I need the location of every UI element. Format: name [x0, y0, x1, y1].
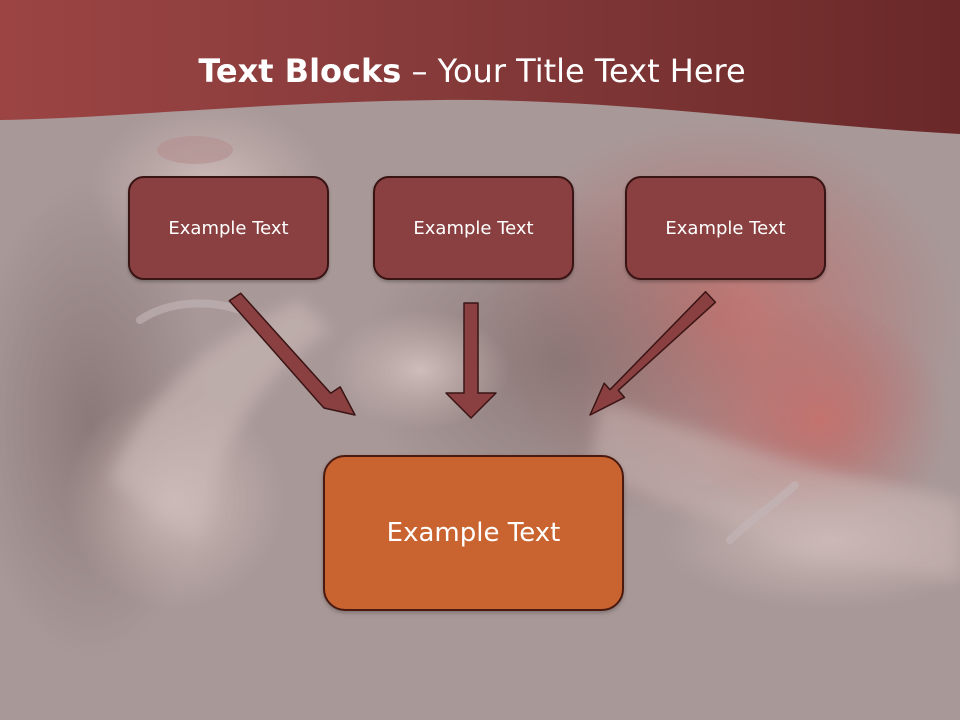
- text-block-left-label: Example Text: [168, 217, 289, 239]
- slide-title: Text Blocks – Your Title Text Here: [0, 52, 944, 90]
- header-band: [0, 0, 960, 134]
- text-block-left[interactable]: Example Text: [128, 176, 329, 280]
- text-block-middle-label: Example Text: [413, 217, 534, 239]
- arrow-middle-down: [445, 302, 497, 419]
- text-block-result-label: Example Text: [386, 518, 561, 548]
- text-block-right-label: Example Text: [665, 217, 786, 239]
- text-block-right[interactable]: Example Text: [625, 176, 826, 280]
- arrow-left-to-center: [228, 292, 356, 416]
- text-block-result[interactable]: Example Text: [323, 455, 624, 611]
- arrow-right-to-center: [589, 290, 717, 416]
- text-block-middle[interactable]: Example Text: [373, 176, 574, 280]
- title-rest-part: Your Title Text Here: [437, 52, 746, 90]
- title-bold-part: Text Blocks: [198, 52, 402, 90]
- title-separator: –: [401, 52, 438, 90]
